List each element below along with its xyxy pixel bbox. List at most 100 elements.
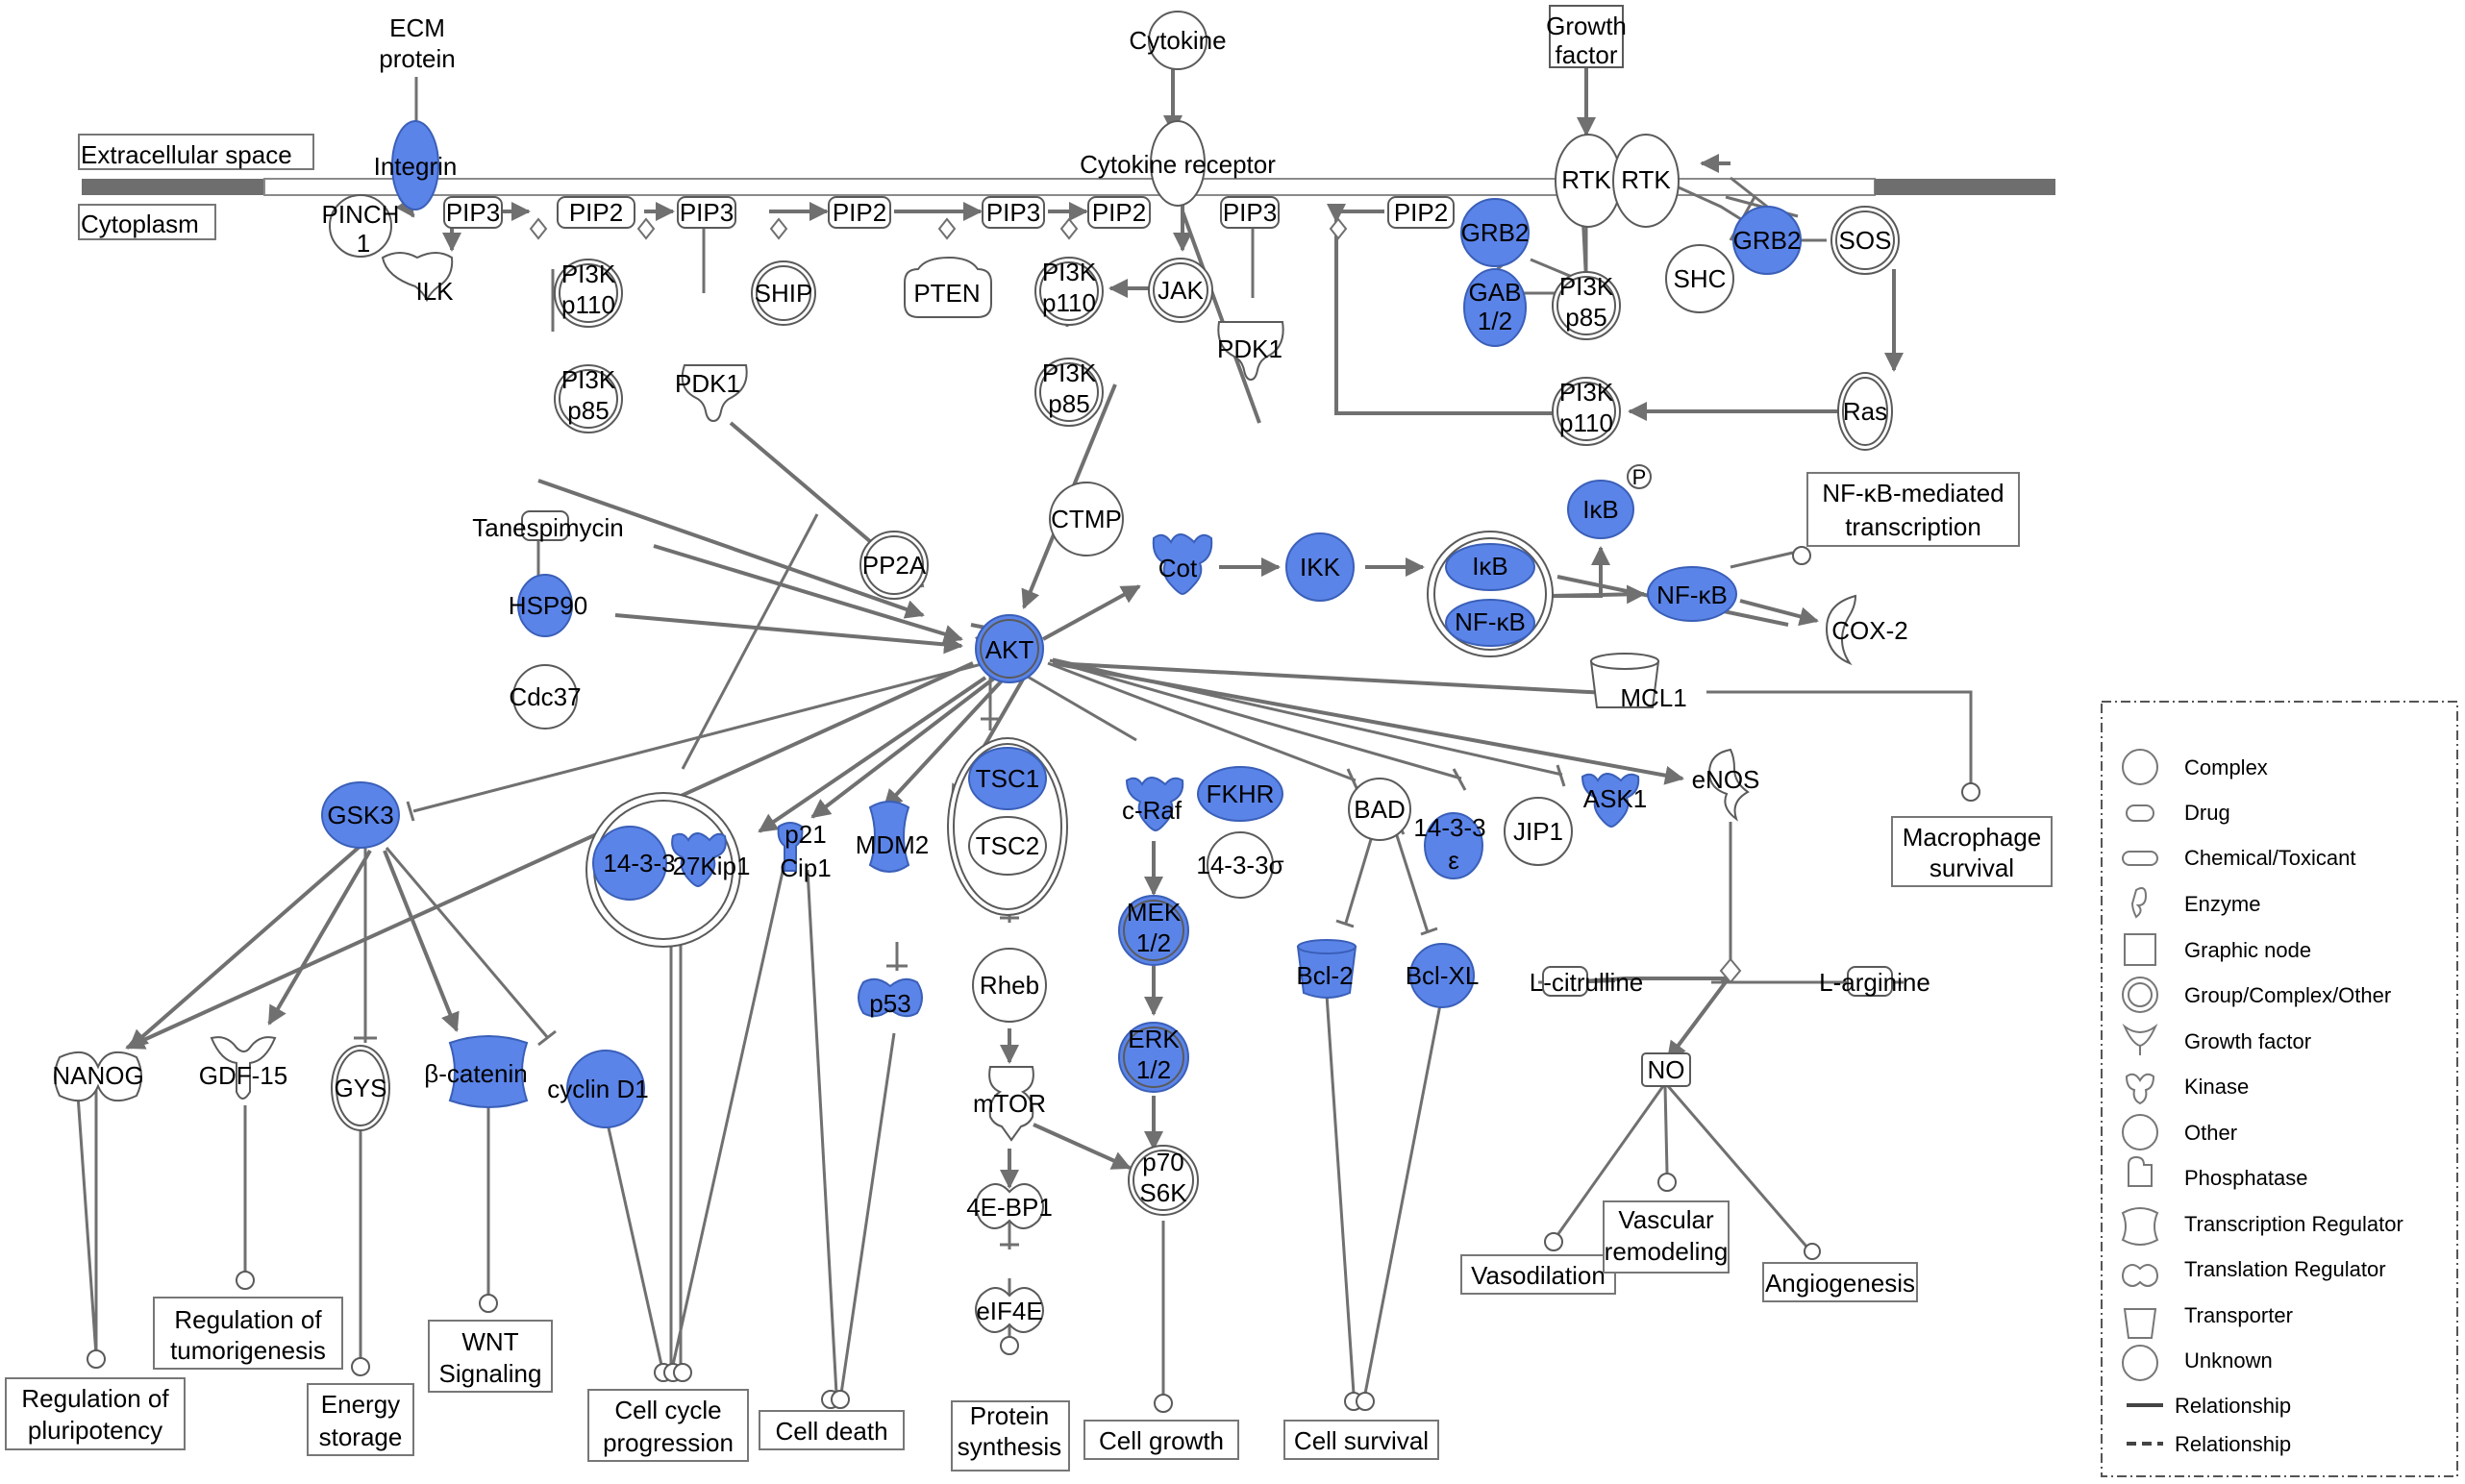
craf-label: c-Raf [1122,796,1183,825]
node-rheb[interactable]: Rheb [972,948,1047,1023]
node-grb2-b[interactable]: GRB2 [1732,206,1802,275]
node-enos[interactable]: eNOS [1692,748,1760,822]
outcome-cell-survival[interactable]: Cell survival [1283,1420,1439,1460]
node-pip2-b[interactable]: PIP2 [828,196,891,229]
node-sos[interactable]: SOS [1830,206,1900,275]
node-14-3-3-epsilon[interactable]: 14-3-3 ε [1413,812,1486,879]
node-l-citrulline[interactable]: L-citrulline [1530,966,1644,997]
node-hsp90[interactable]: HSP90 [509,574,587,637]
node-rtk[interactable]: RTK RTK [1555,134,1680,228]
node-cot[interactable]: Cot [1152,533,1213,596]
node-pi3k-p85-c[interactable]: PI3K p85 [1552,271,1621,340]
node-p21[interactable]: p21 Cip1 [777,820,832,882]
node-no[interactable]: NO [1641,1052,1691,1087]
shc-label: SHC [1674,264,1727,293]
node-cyclin-d1[interactable]: cyclin D1 [547,1050,649,1128]
node-mtor[interactable]: mTOR [973,1066,1046,1142]
node-ilk[interactable]: ILK [381,252,454,306]
outcome-protein-synthesis[interactable]: Protein synthesis [951,1400,1070,1472]
node-pi3k-p110-a[interactable]: PI3K p110 [554,259,623,328]
node-pi3k-p110-b[interactable]: PI3K p110 [1034,257,1104,326]
node-ship[interactable]: SHIP [751,260,816,326]
node-cox2[interactable]: COX-2 [1825,594,1908,666]
node-ask1[interactable]: ASK1 [1581,773,1647,829]
node-eif4e[interactable]: eIF4E [975,1287,1044,1333]
cdc37-label: Cdc37 [509,682,581,711]
node-ikb-phospho[interactable]: IκB P [1567,464,1652,539]
node-craf[interactable]: c-Raf [1122,777,1184,832]
node-shc[interactable]: SHC [1665,244,1734,313]
node-bad[interactable]: BAD [1348,778,1411,841]
node-pip3-d[interactable]: PIP3 [1220,196,1280,229]
node-tanespimycin[interactable]: Tanespimycin [472,510,624,542]
tanespimycin-label: Tanespimycin [472,513,624,542]
node-gab12[interactable]: GAB 1/2 [1463,268,1527,347]
node-akt[interactable]: AKT [975,614,1044,683]
node-pi3k-p85-b[interactable]: PI3K p85 [1034,358,1104,427]
node-ecm-protein[interactable]: ECM protein [379,13,456,73]
node-pip2-d[interactable]: PIP2 [1387,196,1455,229]
node-bclxl[interactable]: Bcl-XL [1406,943,1480,1008]
node-4ebp1[interactable]: 4E-BP1 [966,1183,1053,1229]
growth-factor-icon [2122,1023,2158,1055]
outcome-vasodilation[interactable]: Vasodilation [1460,1254,1616,1295]
outcome-cell-cycle[interactable]: Cell cycle progression [587,1389,749,1462]
node-tsc-complex[interactable]: TSC1 TSC2 [947,737,1068,916]
node-mek12[interactable]: MEK 1/2 [1118,895,1189,966]
node-ras[interactable]: Ras [1837,372,1893,451]
outcome-macrophage-survival[interactable]: Macrophage survival [1891,816,2053,887]
node-p53[interactable]: p53 [858,977,923,1018]
node-l-arginine[interactable]: L-arginine [1819,966,1930,997]
node-ikk[interactable]: IKK [1285,532,1355,602]
node-growth-factor[interactable]: Growth factor [1546,5,1627,69]
node-beta-catenin[interactable]: β-catenin [424,1035,529,1108]
outcome-angiogenesis[interactable]: Angiogenesis [1762,1262,1918,1302]
node-pten[interactable]: PTEN [904,256,992,318]
node-integrin[interactable]: Integrin [374,120,458,210]
outcome-nfkb-transcription[interactable]: NF-κB-mediated transcription [1806,472,2020,547]
outcome-energy-storage[interactable]: Energy storage [307,1383,414,1456]
tsc1-label: TSC1 [976,764,1039,793]
node-pip2-a[interactable]: PIP2 [557,196,635,229]
node-bcl2[interactable]: Bcl-2 [1296,939,1357,999]
mdm2-label: MDM2 [856,830,930,859]
node-grb2-a[interactable]: GRB2 [1460,198,1530,267]
node-pinch1[interactable]: PINCH 1 [322,194,400,258]
node-gdf15[interactable]: GDF-15 [199,1036,287,1100]
node-pip3-b[interactable]: PIP3 [677,196,736,229]
node-gsk3[interactable]: GSK3 [321,781,400,849]
node-pp2a[interactable]: PP2A [859,531,929,600]
node-ctmp[interactable]: CTMP [1049,482,1124,556]
node-pi3k-p85-a[interactable]: PI3K p85 [554,364,623,433]
node-erk12[interactable]: ERK 1/2 [1118,1022,1189,1093]
outcome-cell-death[interactable]: Cell death [759,1410,905,1450]
outcome-cell-growth[interactable]: Cell growth [1083,1420,1239,1460]
node-pip3-a[interactable]: PIP3 [443,196,503,229]
node-ikb-nfkb-complex[interactable]: IκB NF-κB [1427,531,1554,657]
nanog-label: NANOG [52,1061,143,1090]
outcome-wnt-signaling[interactable]: WNT Signaling [428,1320,553,1393]
node-14-3-3-sigma[interactable]: 14-3-3σ [1196,831,1284,899]
node-pi3k-p110-c[interactable]: PI3K p110 [1552,377,1621,446]
node-14-3-3-complex[interactable]: 14-3-3 27Kip1 [585,792,750,948]
outcome-pluripotency[interactable]: Regulation of pluripotency [5,1377,186,1450]
pp2a-label: PP2A [862,551,927,580]
node-pdk1-a[interactable]: PDK1 [675,364,748,423]
node-pdk1-b[interactable]: PDK1 [1217,321,1284,382]
node-mcl1[interactable]: MCL1 [1589,653,1687,712]
node-jak[interactable]: JAK [1148,258,1213,323]
node-cdc37[interactable]: Cdc37 [509,664,582,730]
node-p70-s6k[interactable]: p70 S6K [1128,1145,1199,1216]
node-nanog[interactable]: NANOG [52,1051,144,1102]
node-fkhr[interactable]: FKHR [1197,766,1283,822]
outcome-tumorigenesis[interactable]: Regulation of tumorigenesis [153,1297,343,1370]
outcome-vascular-remodeling[interactable]: Vascular remodeling [1603,1200,1730,1274]
node-cytokine-receptor[interactable]: Cytokine receptor [1080,120,1276,207]
node-jip1[interactable]: JIP1 [1504,797,1573,866]
node-gys[interactable]: GYS [331,1045,390,1131]
node-pip3-c[interactable]: PIP3 [982,196,1045,229]
node-mdm2[interactable]: MDM2 [856,801,930,873]
node-cytokine[interactable]: Cytokine [1129,11,1227,70]
node-nfkb[interactable]: NF-κB [1647,566,1737,622]
node-pip2-c[interactable]: PIP2 [1087,196,1151,229]
